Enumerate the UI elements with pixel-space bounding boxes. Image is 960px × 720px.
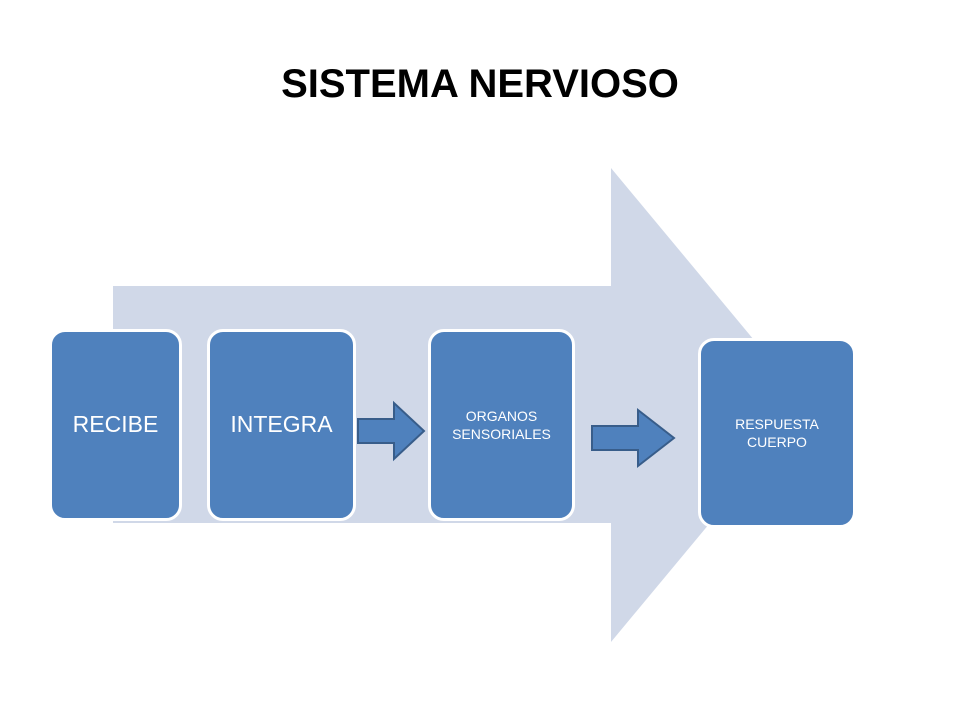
step-box-organos-sensoriales: ORGANOS SENSORIALES (428, 329, 575, 521)
connector-arrow-icon (590, 407, 678, 469)
slide-title: SISTEMA NERVIOSO (281, 62, 679, 106)
step-box-integra: INTEGRA (207, 329, 356, 521)
step-label-integra: INTEGRA (230, 411, 333, 438)
step-label-organos-sensoriales: ORGANOS SENSORIALES (452, 407, 551, 442)
connector-arrow-icon (356, 400, 428, 462)
step-label-recibe: RECIBE (72, 411, 159, 438)
step-box-recibe: RECIBE (49, 329, 182, 521)
step-box-respuesta-cuerpo: RESPUESTA CUERPO (698, 338, 856, 528)
step-label-respuesta-cuerpo: RESPUESTA CUERPO (735, 415, 819, 450)
